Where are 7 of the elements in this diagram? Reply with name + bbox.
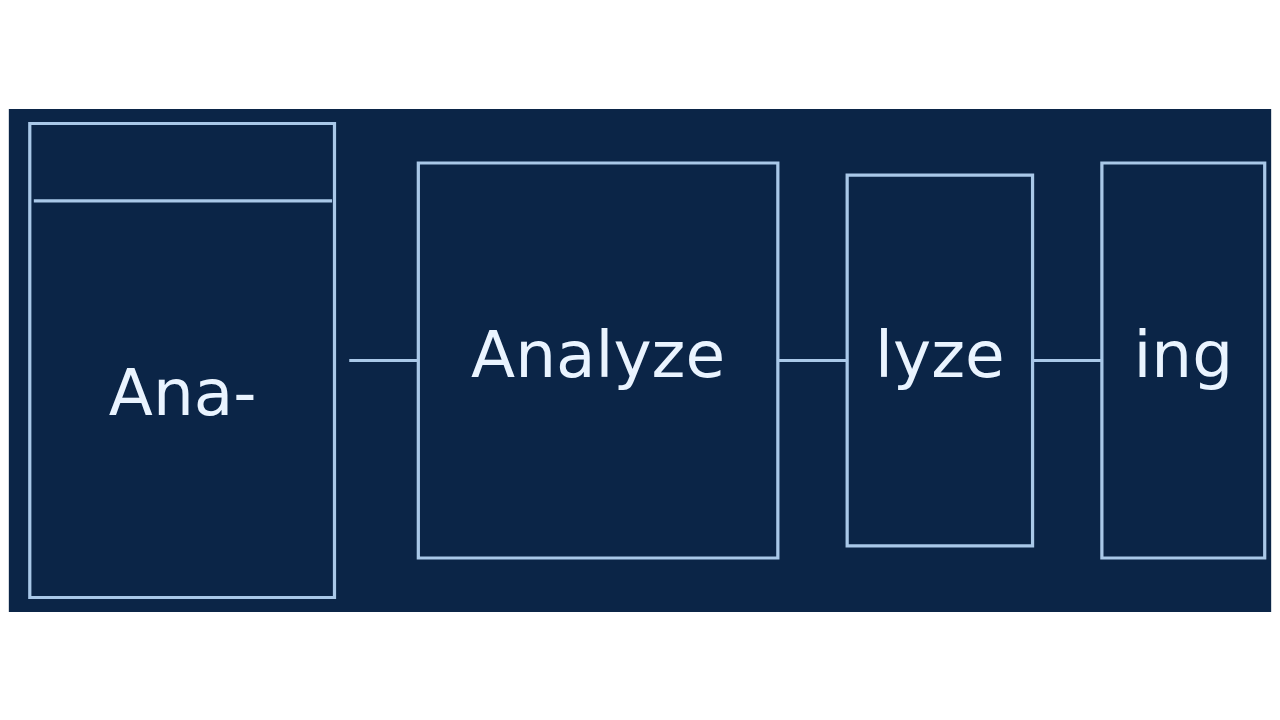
node-box: ing (1100, 160, 1267, 560)
node-box: Analyze (416, 160, 780, 560)
connector (1033, 358, 1102, 362)
connector (349, 358, 419, 362)
node-box: Ana- (28, 121, 337, 599)
node-box: lyze (845, 173, 1035, 547)
connector (777, 358, 847, 362)
